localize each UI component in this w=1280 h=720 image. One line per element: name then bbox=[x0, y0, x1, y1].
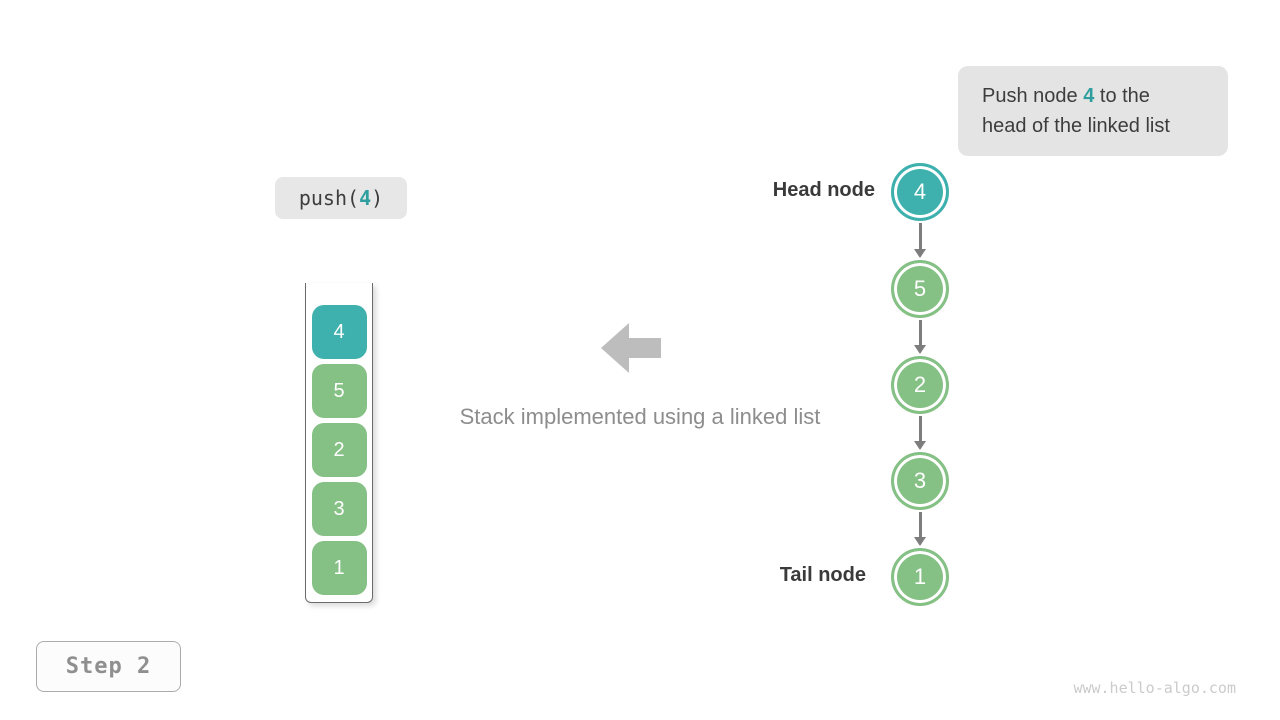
watermark-text: www.hello-algo.com bbox=[1073, 679, 1236, 697]
callout-text-pre: Push node bbox=[982, 85, 1084, 107]
stack-block: 4 bbox=[311, 305, 367, 359]
stack-block: 2 bbox=[311, 423, 367, 477]
list-node: 5 bbox=[891, 260, 949, 318]
left-block-arrow-shape bbox=[601, 323, 661, 373]
arrow-head bbox=[914, 441, 926, 450]
arrow-down-icon bbox=[914, 320, 926, 354]
arrow-head bbox=[914, 537, 926, 546]
callout-line-1: Push node 4 to the bbox=[982, 81, 1228, 111]
step-badge: Step 2 bbox=[36, 641, 181, 692]
callout-text-post: to the bbox=[1094, 85, 1150, 107]
arrow-head bbox=[914, 345, 926, 354]
stack-block: 5 bbox=[311, 364, 367, 418]
arrow-line bbox=[918, 320, 922, 345]
stack-block: 1 bbox=[311, 541, 367, 595]
callout-highlight-value: 4 bbox=[1083, 85, 1095, 107]
callout-box: Push node 4 to the head of the linked li… bbox=[958, 66, 1228, 156]
list-node: 3 bbox=[891, 452, 949, 510]
head-node-label: Head node bbox=[772, 179, 875, 201]
callout-line-2: head of the linked list bbox=[982, 115, 1170, 137]
operation-pre: push( bbox=[298, 186, 360, 210]
arrow-line bbox=[918, 223, 922, 249]
arrow-line bbox=[918, 512, 922, 537]
operation-label: push(4) bbox=[275, 177, 407, 219]
arrow-head bbox=[914, 249, 926, 258]
stack-block: 3 bbox=[311, 482, 367, 536]
list-node: 1 bbox=[891, 548, 949, 606]
arrow-down-icon bbox=[914, 223, 926, 258]
operation-arg: 4 bbox=[359, 186, 372, 210]
left-block-arrow-icon bbox=[601, 323, 661, 373]
list-node: 4 bbox=[891, 163, 949, 221]
arrow-down-icon bbox=[914, 512, 926, 546]
tail-node-label: Tail node bbox=[779, 564, 866, 586]
operation-post: ) bbox=[371, 186, 384, 210]
caption-text: Stack implemented using a linked list bbox=[459, 404, 821, 429]
